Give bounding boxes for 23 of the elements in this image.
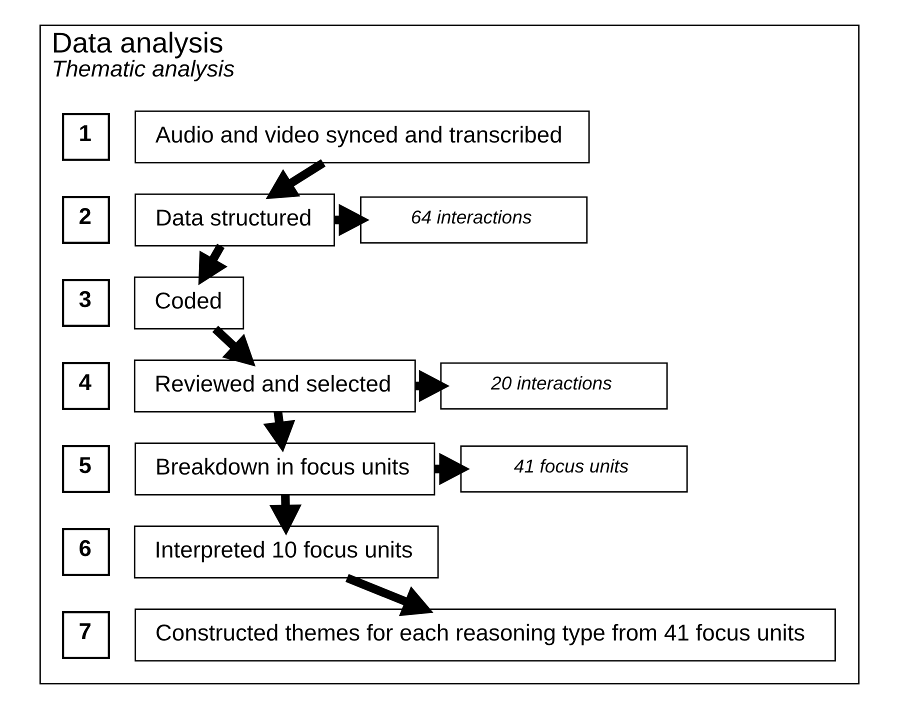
node-box: Coded bbox=[134, 276, 244, 330]
node-box: Audio and video synced and transcribed bbox=[134, 110, 590, 164]
arrow bbox=[212, 326, 256, 367]
node-box: 5 bbox=[62, 445, 110, 493]
node-box: 3 bbox=[62, 279, 110, 327]
node-box: Breakdown in focus units bbox=[134, 442, 436, 496]
node-box: 6 bbox=[62, 528, 110, 576]
node-box: 2 bbox=[62, 196, 110, 244]
node-box: Data structured bbox=[134, 194, 335, 246]
arrow bbox=[198, 244, 228, 286]
node-box: 7 bbox=[62, 611, 110, 659]
node-box: 4 bbox=[62, 362, 110, 410]
arrow bbox=[346, 574, 434, 616]
node-box: Reviewed and selected bbox=[134, 360, 416, 412]
arrow bbox=[269, 494, 302, 536]
node-box: 20 interactions bbox=[440, 362, 668, 410]
arrow bbox=[263, 411, 296, 452]
node-box: Constructed themes for each reasoning type from 41 focus units bbox=[134, 608, 836, 662]
node-box: 64 interactions bbox=[360, 196, 588, 244]
node-box: 41 focus units bbox=[460, 445, 688, 493]
node-box: 1 bbox=[62, 112, 110, 161]
arrow bbox=[266, 159, 326, 200]
node-box: Interpreted 10 focus units bbox=[134, 526, 439, 578]
